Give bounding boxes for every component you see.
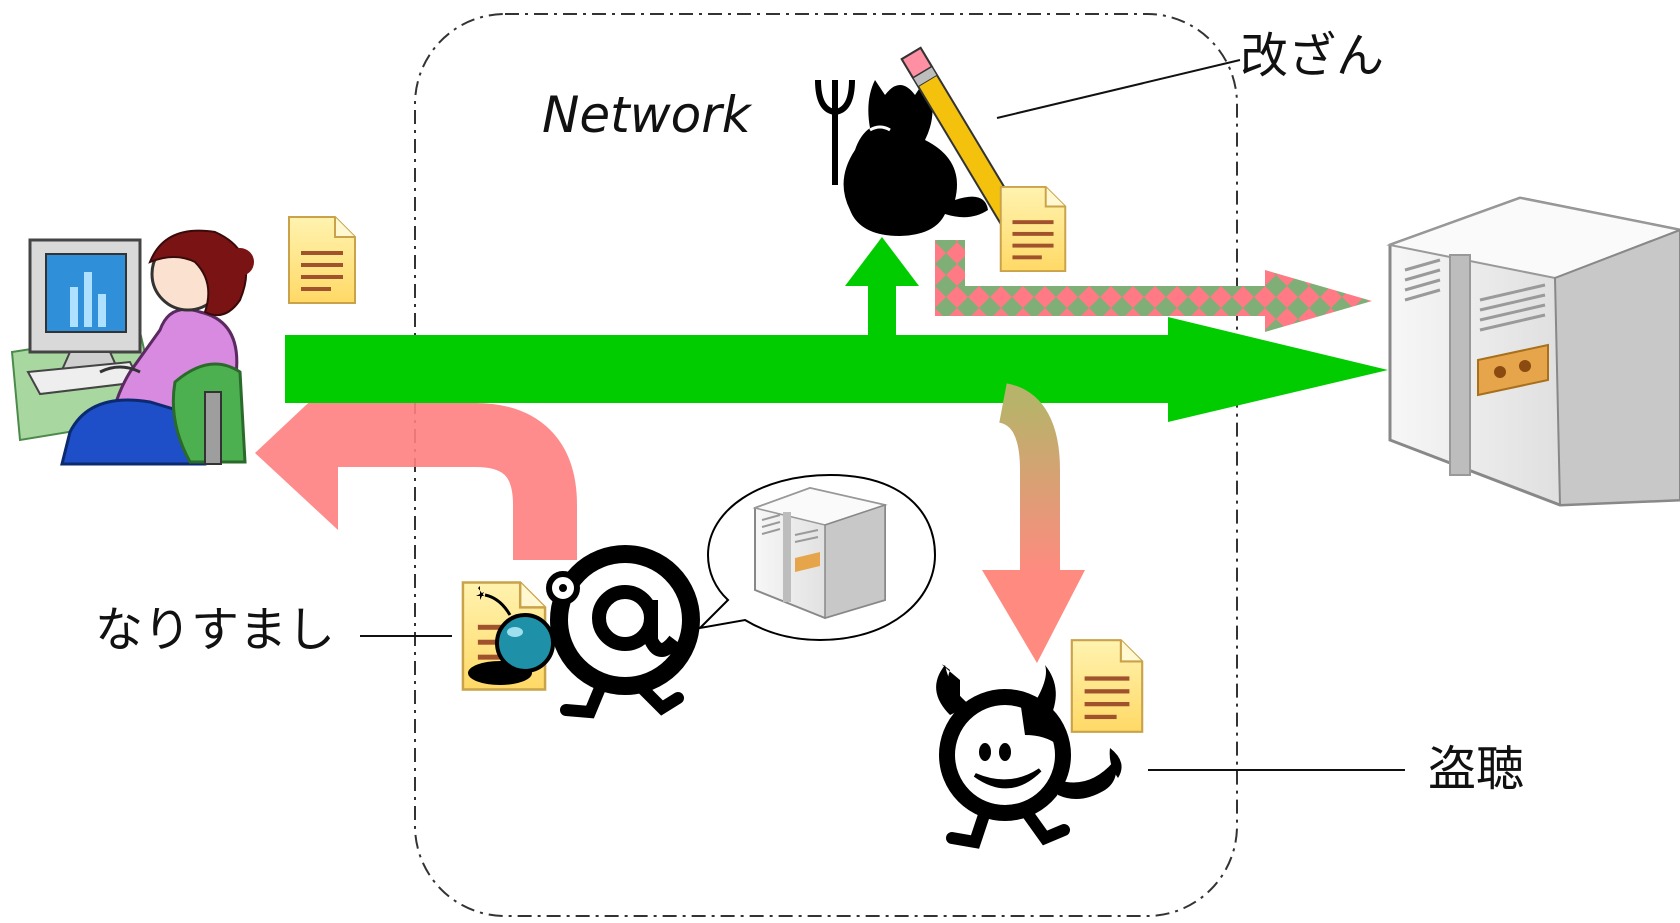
spoofing-label: なりすまし — [95, 602, 335, 658]
intercepted-document-icon — [1070, 639, 1144, 733]
tampered-document-icon — [999, 185, 1067, 273]
tampered-flow-arrow — [935, 240, 1372, 332]
tampering-label: 改ざん — [1240, 28, 1384, 84]
server-icon — [1386, 196, 1680, 507]
sent-document-icon — [288, 216, 356, 304]
tamperer-devil-with-pitchfork-icon — [815, 79, 988, 236]
spoofer-at-sign-character-icon — [546, 545, 700, 719]
small-server-icon — [752, 486, 888, 620]
eavesdrop-flow-arrow — [982, 383, 1085, 663]
spoof-flow-arrow — [255, 375, 577, 560]
network-label: Network — [542, 86, 753, 144]
bomb-icon — [468, 586, 555, 685]
tamper-branch-arrow — [845, 237, 919, 356]
client-woman-at-computer-icon — [10, 229, 254, 466]
eavesdropping-label: 盗聴 — [1428, 741, 1524, 797]
tamper-label-leader — [996, 59, 1241, 119]
eavesdropper-devil-character-icon — [936, 664, 1122, 849]
